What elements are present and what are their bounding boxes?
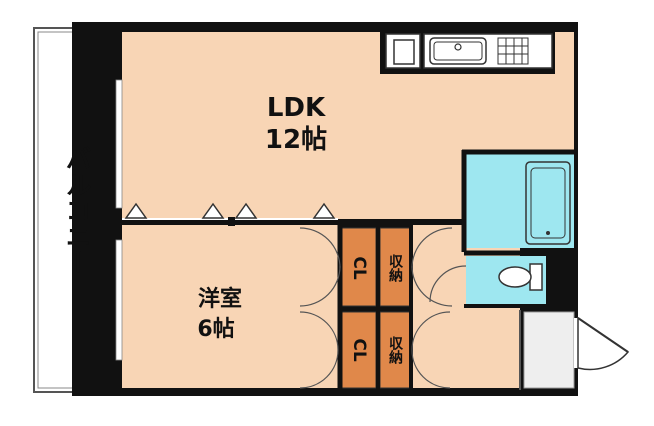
fridge-icon — [393, 39, 415, 65]
western-room-size: 6帖 — [197, 317, 234, 342]
entrance-door-leaf — [577, 317, 629, 353]
storage-door-swings — [411, 227, 453, 389]
entrance-door-swing — [577, 316, 630, 371]
ldk-window — [115, 79, 123, 209]
storage-lower-label: 収納 — [387, 335, 403, 365]
partition-post — [228, 217, 235, 226]
ldk-name: LDK — [267, 93, 326, 123]
storage-lower — [379, 311, 411, 389]
fridge-space — [385, 33, 421, 69]
storage-upper-label: 収納 — [387, 253, 403, 283]
closet-upper-label: CL — [349, 256, 369, 279]
sliding-door-markers — [124, 202, 336, 219]
closet-lower — [341, 311, 377, 389]
western-room-name: 洋室 — [198, 286, 242, 312]
closet-lower-label: CL — [349, 338, 369, 361]
entrance-floor — [523, 311, 575, 389]
stove-icon — [497, 37, 529, 65]
toilet-wall — [546, 252, 578, 308]
balcony-label: バルコニー — [61, 145, 91, 275]
western-window — [115, 239, 123, 361]
toilet-icon — [498, 263, 543, 291]
bathtub-inner — [530, 167, 566, 239]
closet-upper — [341, 227, 377, 307]
storage-upper — [379, 227, 411, 307]
bathtub-icon — [525, 161, 571, 245]
faucet-icon — [454, 43, 462, 51]
entrance-door-opening — [574, 318, 580, 368]
toilet-door-swing — [429, 265, 467, 303]
sink-icon — [429, 37, 487, 65]
sink-basin — [433, 41, 483, 61]
drain-icon — [546, 231, 550, 235]
ldk-size: 12帖 — [265, 125, 327, 155]
closet-door-swings — [299, 227, 341, 389]
